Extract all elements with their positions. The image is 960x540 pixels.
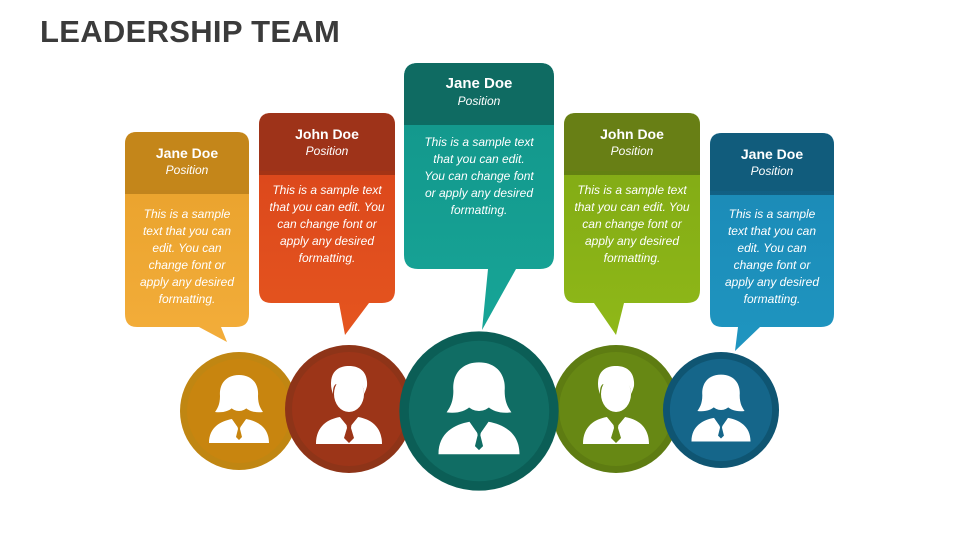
member-card-3: Jane Doe Position This is a sample text … [404, 63, 554, 330]
member-name: Jane Doe [740, 146, 804, 162]
member-position: Position [305, 144, 349, 158]
member-card-1: Jane Doe Position This is a sample text … [125, 132, 249, 342]
member-description: This is a sample text that you can edit.… [724, 207, 820, 306]
speech-bubble-shape [404, 63, 554, 330]
member-card-5: Jane Doe Position This is a sample text … [710, 133, 834, 351]
speech-bubble-shape [259, 113, 395, 335]
member-name: John Doe [295, 126, 359, 142]
member-card-4: John Doe Position This is a sample text … [564, 113, 700, 335]
page-title: LEADERSHIP TEAM [40, 14, 341, 49]
avatar-female-icon [180, 352, 298, 470]
member-card-2: John Doe Position This is a sample text … [259, 113, 395, 335]
member-position: Position [610, 144, 654, 158]
member-description: This is a sample text that you can edit.… [424, 135, 534, 217]
member-description: This is a sample text that you can edit.… [574, 183, 690, 265]
member-name: John Doe [600, 126, 664, 142]
member-description: This is a sample text that you can edit.… [139, 207, 235, 306]
avatar-male-icon [285, 345, 413, 473]
member-position: Position [457, 94, 501, 108]
speech-bubble-shape [564, 113, 700, 335]
speech-bubble-shape [710, 133, 834, 351]
member-position: Position [750, 164, 794, 178]
member-position: Position [165, 163, 209, 177]
avatar-female-icon [399, 331, 559, 491]
avatar-male-icon [552, 345, 680, 473]
member-name: Jane Doe [155, 145, 219, 161]
member-name: Jane Doe [445, 75, 513, 92]
avatar-female-icon [662, 351, 780, 469]
speech-bubble-shape [125, 132, 249, 342]
member-description: This is a sample text that you can edit.… [269, 183, 385, 265]
